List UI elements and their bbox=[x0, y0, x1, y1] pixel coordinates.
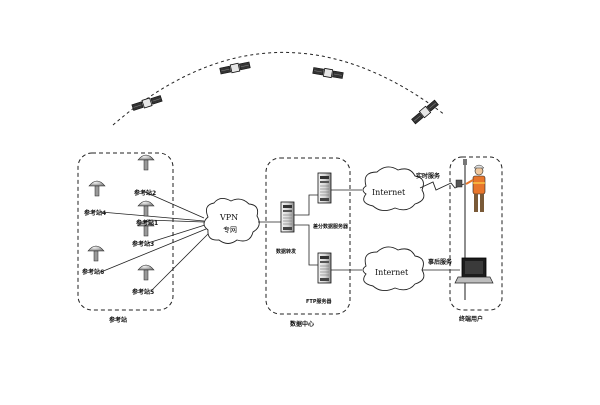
satellite-orbit-arc bbox=[112, 52, 446, 126]
station-label: 参考站2 bbox=[133, 189, 156, 197]
realtime-server-icon bbox=[317, 172, 332, 204]
station-label: 参考站4 bbox=[83, 209, 106, 217]
satellite-icon bbox=[131, 94, 163, 112]
internet-cloud-icon bbox=[362, 166, 425, 211]
end-users-group bbox=[449, 156, 503, 311]
station-label: 参考站6 bbox=[81, 268, 104, 276]
gnss-antenna-icon bbox=[137, 200, 155, 217]
end-users-group-label: 终端用户 bbox=[458, 315, 483, 323]
gnss-antenna-icon bbox=[137, 154, 155, 171]
reference-stations-group-label: 参考站 bbox=[108, 316, 127, 324]
station-label: 参考站3 bbox=[131, 240, 154, 248]
gnss-antenna-icon bbox=[137, 264, 155, 281]
internet-bottom-label: Internet bbox=[375, 268, 409, 277]
satellite-icon bbox=[410, 98, 440, 126]
data-center-group-label: 数据中心 bbox=[290, 320, 314, 328]
satellite-icon bbox=[219, 60, 251, 76]
satellite-icon bbox=[312, 66, 344, 80]
station-vpn-links bbox=[100, 191, 211, 292]
realtime-server-label: 差分数据服务器 bbox=[313, 223, 349, 230]
vpn-label: VPN bbox=[219, 213, 238, 222]
realtime-service-label: 实时服务 bbox=[416, 172, 441, 180]
reference-stations-group bbox=[77, 152, 174, 311]
laptop-icon bbox=[454, 257, 494, 284]
internet-top-label: Internet bbox=[372, 188, 406, 197]
vpn-label-sub: 专网 bbox=[223, 225, 237, 234]
station-label: 参考站1 bbox=[135, 219, 158, 227]
relay-server-label: 数据转发 bbox=[276, 248, 297, 255]
internet-cloud-icon bbox=[362, 246, 425, 291]
postprocess-service-label: 事后服务 bbox=[428, 258, 453, 266]
ftp-server-label: FTP服务器 bbox=[306, 298, 332, 305]
datacenter-internal-links bbox=[294, 194, 318, 266]
ftp-server-icon bbox=[317, 252, 332, 284]
vpn-cloud-icon bbox=[203, 198, 260, 244]
gnss-antenna-icon bbox=[88, 180, 106, 197]
relay-server-icon bbox=[280, 201, 295, 233]
data-center-group bbox=[265, 157, 351, 315]
gnss-antenna-icon bbox=[87, 245, 105, 262]
station-label: 参考站5 bbox=[131, 288, 154, 296]
wireless-link-icon bbox=[419, 181, 465, 191]
